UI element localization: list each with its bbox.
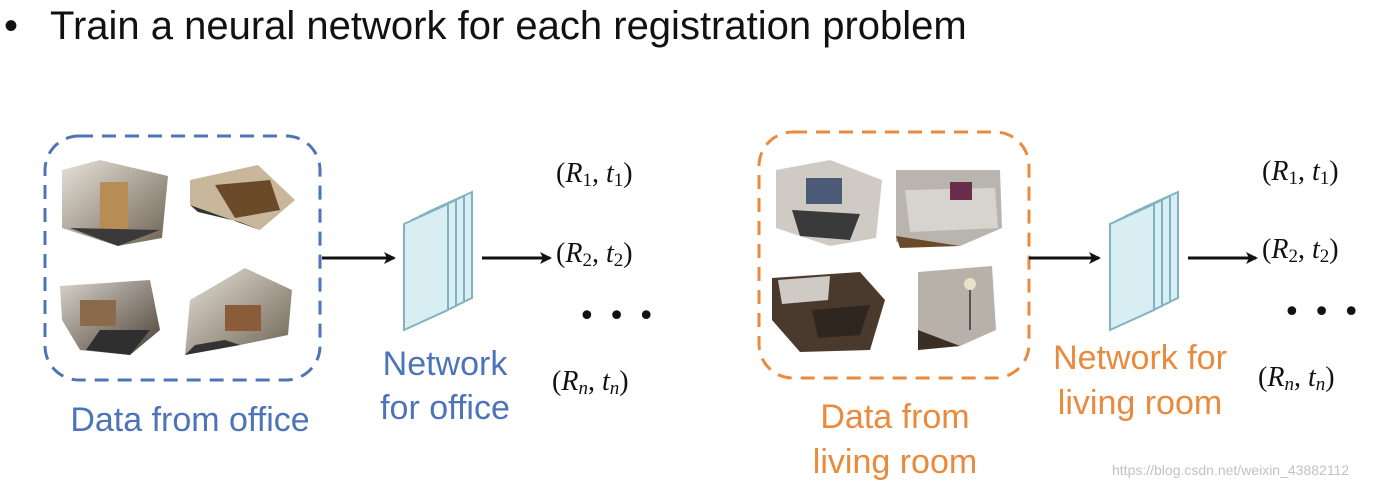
bullet-icon: •	[4, 4, 19, 48]
office-data-caption: Data from office	[70, 401, 310, 439]
living-room-output-2: (R2, t2)	[1262, 234, 1339, 267]
office-thumbnail-3	[60, 280, 160, 355]
office-network-icon	[403, 190, 473, 332]
living-room-data-box	[757, 130, 1031, 380]
living-room-output-1: (R1, t1)	[1262, 156, 1339, 189]
living-room-network-caption-line2: living room	[1057, 384, 1223, 422]
office-output-ellipsis: •••	[578, 299, 668, 334]
heading-text: Train a neural network for each registra…	[50, 4, 967, 48]
office-output-1: (R1, t1)	[556, 158, 633, 191]
living-room-network-icon	[1109, 190, 1179, 332]
living-room-thumbnail-4	[918, 266, 996, 350]
office-thumbnail-2	[190, 165, 295, 230]
slide-heading: • Train a neural network for each registr…	[0, 2, 967, 50]
office-thumbnail-4	[185, 268, 292, 355]
living-room-data-caption-line1: Data from	[820, 398, 970, 436]
living-room-thumbnail-1	[776, 160, 882, 246]
living-room-thumbnail-2	[896, 170, 1002, 248]
watermark-text: https://blog.csdn.net/weixin_43882112	[1112, 462, 1350, 478]
living-room-data-caption-line2: living room	[812, 443, 978, 481]
office-output-2: (R2, t2)	[556, 238, 633, 271]
office-data-box	[43, 134, 322, 382]
office-network-caption-line2: for office	[380, 389, 510, 427]
living-room-output-ellipsis: •••	[1283, 295, 1373, 330]
office-network-caption-line1: Network	[382, 345, 508, 383]
office-thumbnail-1	[62, 160, 168, 246]
living-room-network-caption-line1: Network for	[1053, 339, 1227, 377]
living-room-thumbnail-3	[772, 272, 885, 352]
office-output-n: (Rn, tn)	[552, 366, 629, 399]
living-room-output-n: (Rn, tn)	[1258, 362, 1335, 395]
